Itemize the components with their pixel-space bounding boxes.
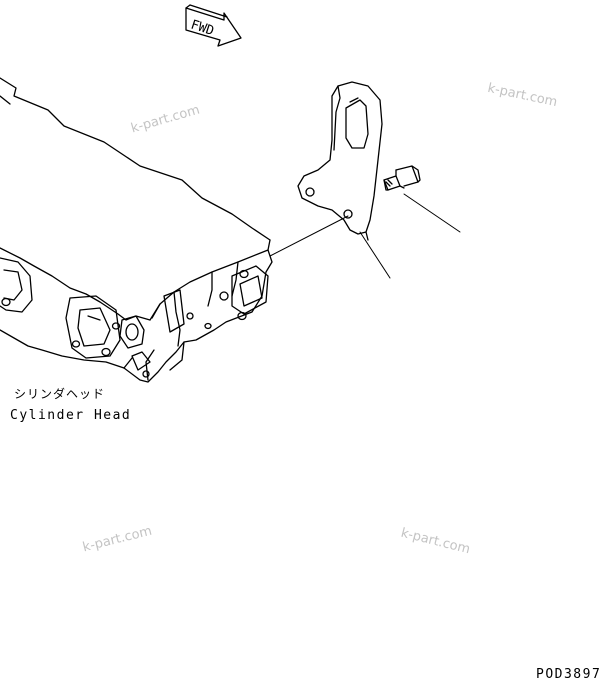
bracket-callout-line [359,231,391,279]
fwd-label: FWD [189,18,216,40]
bolt-callout-line [403,193,461,233]
flange-bolt [383,165,421,191]
assembly-leader-line [269,215,349,257]
cylinder-head [0,77,273,383]
fwd-arrow-icon: FWD [185,4,242,47]
cylinder-head-label-jp: シリンダヘッド [14,387,106,401]
cylinder-head-label-en: Cylinder Head [10,408,132,423]
drawing-code: POD3897 [536,667,602,682]
lifting-bracket [297,81,383,241]
